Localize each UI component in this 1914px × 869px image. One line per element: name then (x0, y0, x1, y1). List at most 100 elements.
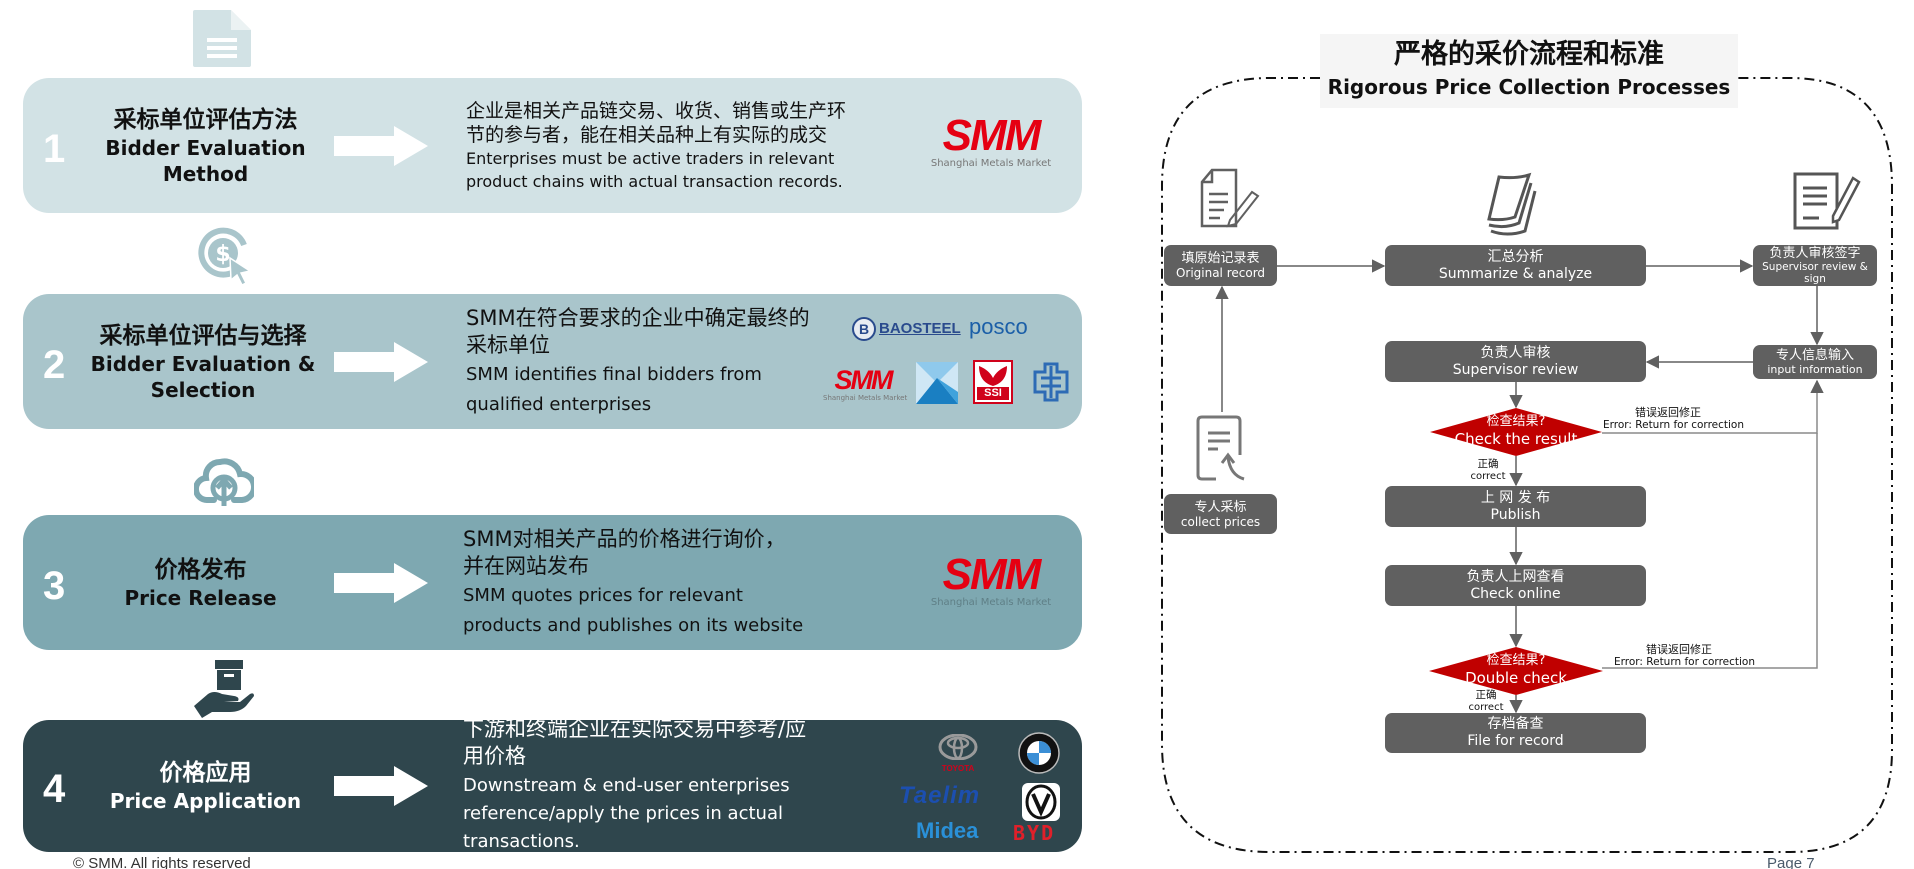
desc-zh-line: SMM在符合要求的企业中确定最终的 (466, 305, 810, 330)
node-summarize: 汇总分析 Summarize & analyze (1385, 245, 1646, 286)
node-label-en: input information (1767, 362, 1863, 376)
step-description: SMM在符合要求的企业中确定最终的 采标单位 SMM identifies fi… (466, 305, 866, 419)
error-label-en: Error: Return for correction (1614, 656, 1756, 668)
node-label-zh: 上 网 发 布 (1480, 489, 1551, 506)
byd-logo: BYD (1013, 821, 1056, 845)
step-description: 企业是相关产品链交易、收货、销售或生产环 节的参与者，能在相关品种上有实际的成交… (466, 99, 886, 193)
desc-zh-line: 采标单位 (466, 332, 550, 357)
node-label-zh: 填原始记录表 (1181, 251, 1260, 266)
baosteel-text: BAOSTEEL (879, 320, 961, 337)
step-number: 1 (43, 126, 66, 171)
step-3-card: 3 价格发布 Price Release SMM对相关产品的价格进行询价， 并在… (23, 515, 1082, 650)
node-original-record: 填原始记录表 Original record (1164, 245, 1277, 286)
node-label-zh: 专人信息输入 (1775, 347, 1854, 363)
smm-logo-mark: SMM (942, 111, 1042, 160)
step-number: 3 (43, 563, 66, 608)
correct-label-zh: 正确 (1475, 689, 1497, 701)
decision-double-check (1429, 647, 1603, 695)
node-input-information: 专人信息输入 input information (1753, 345, 1877, 379)
connector-doublecheck-error-return (1602, 433, 1818, 669)
desc-en-line: products and publishes on its website (463, 614, 804, 636)
desc-zh-line: 节的参与者，能在相关品种上有实际的成交 (466, 123, 828, 146)
node-publish: 上 网 发 布 Publish (1385, 486, 1646, 527)
step-title-en: Bidder Evaluation & Selection (90, 351, 316, 402)
correct-label-2: 正确 correct (1466, 689, 1506, 714)
book-pages-icon (1487, 172, 1537, 236)
svg-text:$: $ (215, 242, 230, 267)
node-collect-prices: 专人采标 collect prices (1164, 494, 1277, 534)
node-supervisor-sign: 负责人审核签字 Supervisor review & sign (1753, 245, 1877, 286)
step-1-card: 1 采标单位评估方法 Bidder Evaluation Method 企业是相… (23, 78, 1082, 213)
desc-en-line: Downstream & end-user enterprises (463, 775, 790, 796)
error-label-zh: 错误返回修正 (1635, 406, 1701, 419)
smm-logo: SMM Shanghai Metals Market (926, 550, 1056, 609)
arrow-right-icon (334, 341, 428, 382)
step-title: 采标单位评估与选择 Bidder Evaluation & Selection (53, 321, 353, 403)
node-file-record: 存档备查 File for record (1385, 713, 1646, 753)
taelim-logo: Taelim (899, 782, 981, 809)
step-title-en: Price Application (109, 789, 302, 813)
desc-zh-line: SMM对相关产品的价格进行询价， (463, 526, 786, 551)
desc-zh-line: 下游和终端企业在实际交易中参考/应 (463, 717, 807, 741)
node-check-online: 负责人上网查看 Check online (1385, 565, 1646, 606)
step-description: SMM对相关产品的价格进行询价， 并在网站发布 SMM quotes price… (463, 526, 883, 640)
step-4-card: 4 价格应用 Price Application 下游和终端企业在实际交易中参考… (23, 717, 1082, 852)
node-label-en: Supervisor review (1452, 361, 1579, 378)
desc-en-line: reference/apply the prices in actual (463, 803, 783, 824)
flow-title: 严格的采价流程和标准 Rigorous Price Collection Pro… (1320, 34, 1738, 108)
node-label-en: collect prices (1180, 514, 1261, 529)
desc-en-line: qualified enterprises (466, 393, 652, 415)
node-label-en: Summarize & analyze (1438, 265, 1593, 282)
document-icon (193, 10, 251, 67)
node-label-zh: 存档备查 (1487, 716, 1544, 732)
flow-title-en: Rigorous Price Collection Processes (1327, 75, 1731, 99)
desc-en-line: Enterprises must be active traders in re… (466, 148, 835, 168)
step-description: 下游和终端企业在实际交易中参考/应 用价格 Downstream & end-u… (463, 716, 863, 856)
error-return-label-2: 错误返回修正 Error: Return for correction (1614, 643, 1756, 669)
node-label-zh: 汇总分析 (1487, 248, 1544, 265)
copyright-text: © SMM. All rights reserved (73, 855, 251, 869)
smm-logo-subtitle: Shanghai Metals Market (930, 597, 1052, 608)
hand-box-icon (194, 660, 254, 718)
desc-zh-line: 并在网站发布 (463, 553, 589, 578)
error-label-zh: 错误返回修正 (1646, 643, 1712, 656)
step-number: 2 (43, 342, 66, 387)
flow-title-zh: 严格的采价流程和标准 (1394, 39, 1664, 70)
step-2-card: 2 采标单位评估与选择 Bidder Evaluation & Selectio… (23, 294, 1082, 429)
ssi-leaf-icon (979, 366, 1007, 386)
step-title-zh: 采标单位评估与选择 (99, 322, 307, 349)
toyota-logo: TOYOTA (933, 733, 983, 774)
correct-label-en: correct (1470, 471, 1506, 482)
sign-document-icon (1793, 172, 1861, 230)
node-label-en: Publish (1490, 506, 1541, 523)
node-label-zh: 负责人审核 (1480, 344, 1551, 361)
baosteel-logo: B BAOSTEEL (852, 316, 961, 342)
step-title-zh: 价格发布 (154, 556, 247, 583)
node-label-en: Original record (1175, 266, 1266, 280)
node-label-zh: 专人采标 (1194, 499, 1247, 515)
page-number: Page 7 (1767, 855, 1815, 869)
step-title: 价格发布 Price Release (58, 555, 343, 611)
smm-logo: SMM Shanghai Metals Market (823, 367, 907, 403)
smm-logo-mark: SMM (942, 550, 1042, 599)
cloud-upload-icon (194, 458, 254, 506)
posco-logo: posco (969, 314, 1028, 339)
correct-label-en: correct (1468, 702, 1504, 713)
correct-label-1: 正确 correct (1468, 458, 1508, 483)
step-title-en: Price Release (124, 585, 277, 610)
ssi-text: SSI (977, 387, 1009, 400)
collect-document-icon (1196, 415, 1245, 481)
bmw-logo-icon (1018, 732, 1060, 774)
baosteel-emblem-icon: B (852, 317, 876, 341)
node-label-en: Check online (1470, 585, 1561, 602)
toyota-emblem-icon (938, 733, 978, 761)
step-title: 价格应用 Price Application (63, 758, 348, 814)
desc-en-line: SMM quotes prices for relevant (463, 584, 743, 606)
node-label-en: File for record (1467, 733, 1564, 749)
error-label-en: Error: Return for correction (1603, 419, 1745, 431)
ssi-logo: SSI (973, 360, 1013, 404)
desc-en-line: transactions. (463, 831, 580, 852)
chinese-steel-logo-icon (1033, 362, 1069, 402)
mountain-logo-icon (916, 362, 958, 404)
dollar-click-icon: $ (198, 227, 252, 287)
